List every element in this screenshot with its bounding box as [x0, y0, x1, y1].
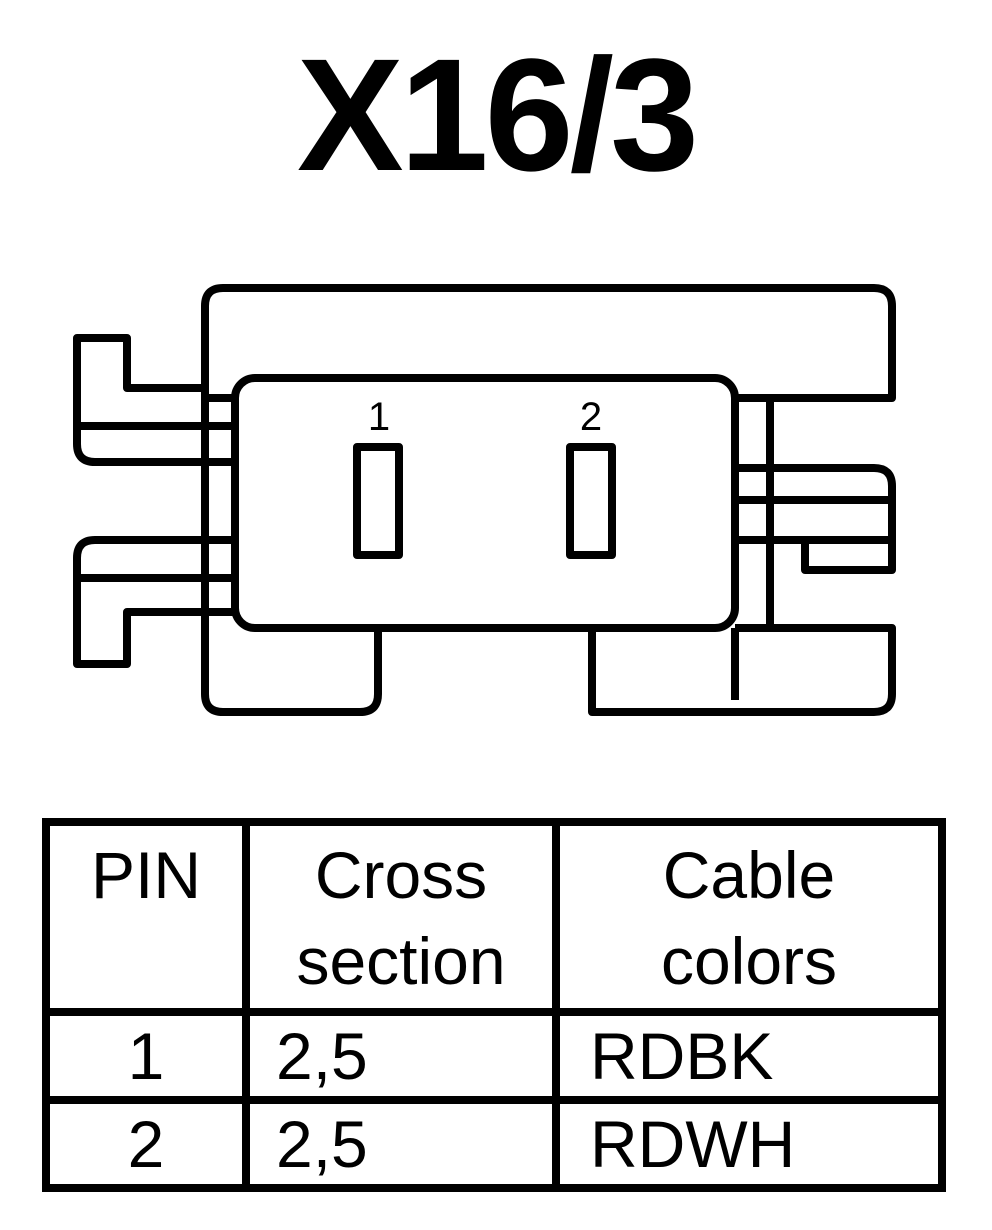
diagram-title: X16/3	[296, 25, 699, 204]
header-cable-line1: Cable	[662, 838, 836, 912]
left-lower-latch	[73, 536, 235, 668]
pin-label-1: 1	[368, 395, 390, 439]
cell-cross-section: 2,5	[242, 1096, 560, 1192]
left-upper-latch	[73, 334, 235, 466]
table-row: 2 2,5 RDWH	[42, 1096, 946, 1192]
cell-pin: 1	[42, 1008, 250, 1104]
header-cross-line2: section	[296, 924, 506, 998]
table-row: 1 2,5 RDBK	[42, 1008, 946, 1104]
housing-top-shell	[201, 284, 896, 402]
cell-cross-section: 2,5	[242, 1008, 560, 1104]
cell-pin: 2	[42, 1096, 250, 1192]
header-pin: PIN	[42, 818, 250, 1016]
pin-contact-2	[566, 443, 616, 559]
cell-cable-color: RDWH	[552, 1096, 946, 1192]
header-cross-section: Cross section	[242, 818, 560, 1016]
connector-body	[231, 374, 739, 632]
header-cable-colors: Cable colors	[552, 818, 946, 1016]
bottom-left-foot	[201, 578, 382, 716]
pin-label-2: 2	[580, 395, 602, 439]
connector-drawing: 1 2	[73, 284, 896, 716]
header-cable-line2: colors	[660, 924, 838, 998]
header-pin-text: PIN	[90, 838, 202, 912]
bottom-right-foot	[588, 624, 896, 716]
table-header-row: PIN Cross section Cable colors	[42, 818, 946, 1016]
pin-assignment-table: PIN Cross section Cable colors 1 2,5 RDB…	[42, 818, 946, 1192]
pin-contact-1	[353, 443, 403, 559]
cell-cable-color: RDBK	[552, 1008, 946, 1104]
right-latch	[736, 464, 896, 574]
header-cross-line1: Cross	[314, 838, 488, 912]
